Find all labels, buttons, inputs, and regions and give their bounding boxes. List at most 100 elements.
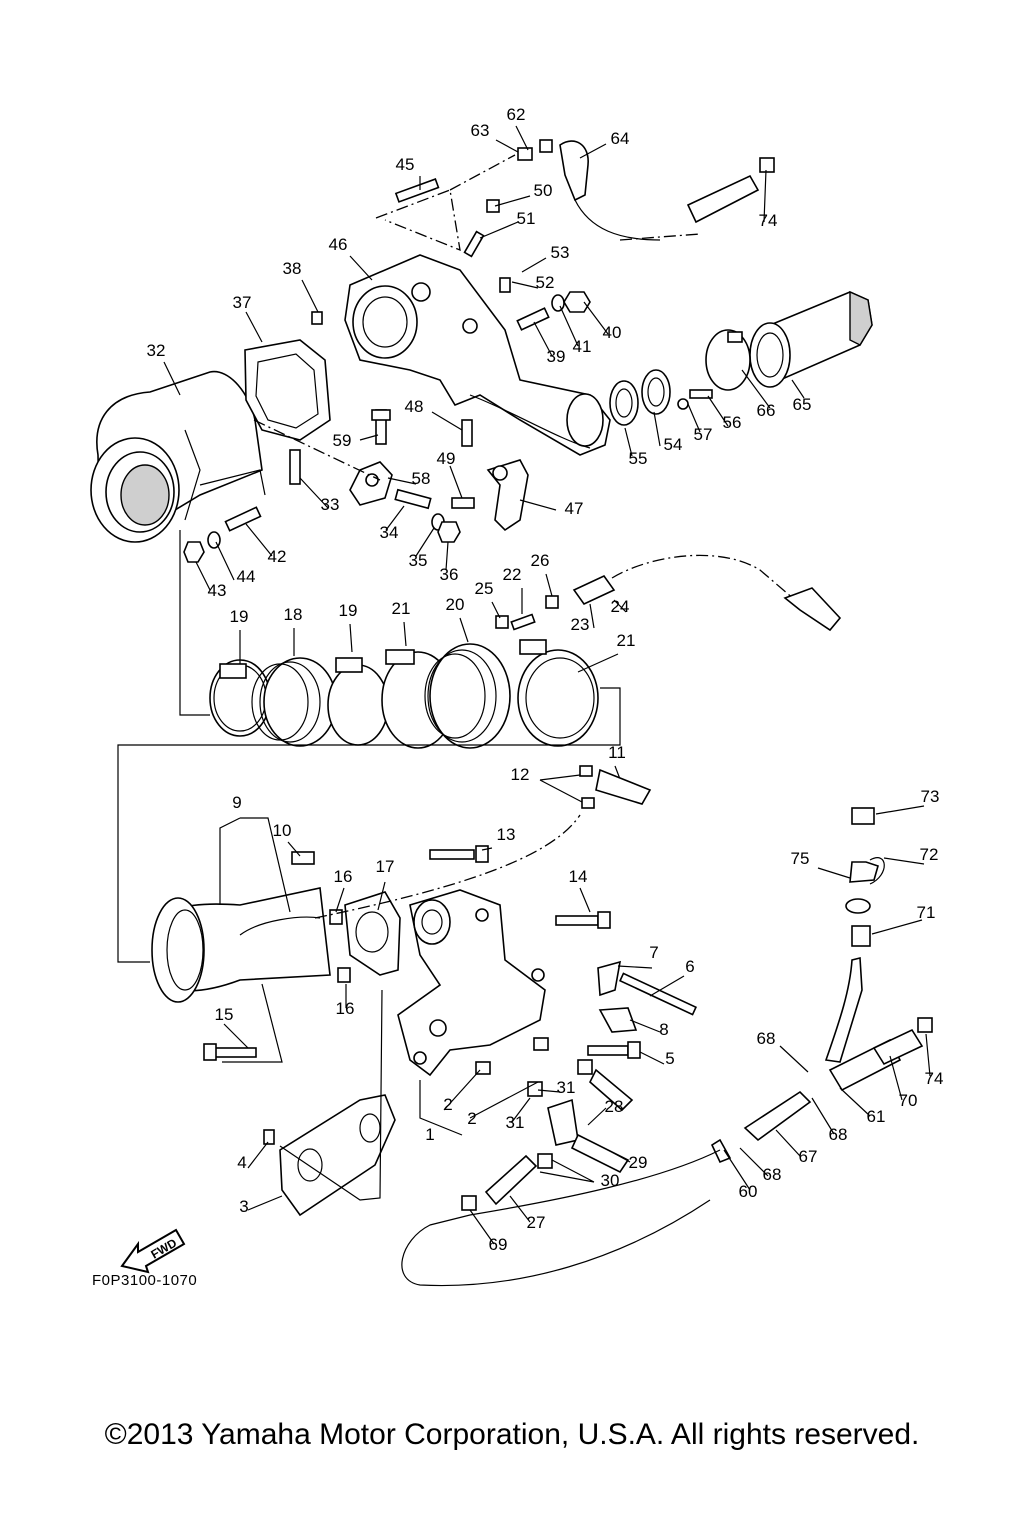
callout-62: 62: [507, 105, 526, 124]
callout-59: 59: [333, 431, 352, 450]
callout-41: 41: [573, 337, 592, 356]
callout-10: 10: [273, 821, 292, 840]
callout-16: 16: [334, 867, 353, 886]
callout-29: 29: [629, 1153, 648, 1172]
callout-57: 57: [694, 425, 713, 444]
callout-51: 51: [517, 209, 536, 228]
lower-leader-lines: [219, 169, 931, 1245]
gaskets-54-55: [609, 369, 671, 426]
bracket-part-47: [486, 459, 529, 532]
callout-68: 68: [763, 1165, 782, 1184]
callout-11: 11: [608, 743, 626, 762]
callout-54: 54: [664, 435, 683, 454]
callout-2: 2: [443, 1095, 452, 1114]
upper-leader-lines: [163, 125, 805, 591]
exhaust-manifold-part-46: [344, 254, 611, 456]
gasket-part-3: [279, 1094, 396, 1217]
callout-16: 16: [336, 999, 355, 1018]
callout-2: 2: [467, 1109, 476, 1128]
callout-55: 55: [629, 449, 648, 468]
callout-20: 20: [446, 595, 465, 614]
copyright-notice: ©2013 Yamaha Motor Corporation, U.S.A. A…: [104, 1418, 920, 1451]
callout-36: 36: [440, 565, 459, 584]
callout-49: 49: [437, 449, 456, 468]
callout-32: 32: [147, 341, 166, 360]
callout-9: 9: [232, 793, 241, 812]
hoses-lower: [401, 157, 933, 1287]
callout-74: 74: [759, 211, 778, 230]
callout-47: 47: [565, 499, 584, 518]
callout-26: 26: [531, 551, 550, 570]
callout-43: 43: [208, 581, 227, 600]
callout-48: 48: [405, 397, 424, 416]
exhaust-chamber-part-32: [90, 370, 266, 543]
water-hose-part-64: [559, 140, 760, 241]
callout-52: 52: [536, 273, 555, 292]
callout-39: 39: [547, 347, 566, 366]
callout-5: 5: [665, 1049, 674, 1068]
callout-15: 15: [215, 1005, 234, 1024]
gasket-part-37: [244, 339, 331, 441]
callout-38: 38: [283, 259, 302, 278]
callout-31: 31: [557, 1078, 576, 1097]
callout-6: 6: [685, 957, 694, 976]
exhaust-pipe-part-65: [749, 290, 873, 388]
callout-13: 13: [497, 825, 516, 844]
callout-50: 50: [534, 181, 553, 200]
callout-18: 18: [284, 605, 303, 624]
lower-fasteners: [203, 765, 698, 1145]
callout-17: 17: [376, 857, 395, 876]
callout-64: 64: [611, 129, 630, 148]
callout-75: 75: [791, 849, 810, 868]
callout-66: 66: [757, 401, 776, 420]
callout-68: 68: [757, 1029, 776, 1048]
callout-56: 56: [723, 413, 742, 432]
callout-60: 60: [739, 1182, 758, 1201]
callout-74: 74: [925, 1069, 944, 1088]
hose-part-24: [495, 554, 842, 632]
fwd-arrow-icon: FWD: [118, 1218, 190, 1279]
callout-21: 21: [392, 599, 411, 618]
callout-7: 7: [649, 943, 658, 962]
callout-61: 61: [867, 1107, 886, 1126]
callout-58: 58: [412, 469, 431, 488]
callout-37: 37: [233, 293, 252, 312]
hose-clamps-row: [209, 639, 599, 749]
callout-71: 71: [917, 903, 936, 922]
clamp-part-66: [705, 329, 751, 391]
callout-33: 33: [321, 495, 340, 514]
callout-22: 22: [503, 565, 522, 584]
callout-40: 40: [603, 323, 622, 342]
callout-8: 8: [659, 1020, 668, 1039]
callout-25: 25: [475, 579, 494, 598]
callout-19: 19: [339, 601, 358, 620]
callout-46: 46: [329, 235, 348, 254]
callout-24: 24: [611, 597, 630, 616]
callout-72: 72: [920, 845, 939, 864]
callout-67: 67: [799, 1147, 818, 1166]
callout-70: 70: [899, 1091, 918, 1110]
manifold-part-1: [397, 889, 546, 1077]
callout-3: 3: [239, 1197, 248, 1216]
exhaust-elbow-part-9: [151, 887, 331, 1003]
callout-63: 63: [471, 121, 490, 140]
callout-23: 23: [571, 615, 590, 634]
callout-65: 65: [793, 395, 812, 414]
callout-30: 30: [601, 1171, 620, 1190]
callout-27: 27: [527, 1213, 546, 1232]
callout-4: 4: [237, 1153, 246, 1172]
callout-31: 31: [506, 1113, 525, 1132]
upper-fasteners: [183, 139, 713, 563]
callout-14: 14: [569, 867, 588, 886]
callout-19: 19: [230, 607, 249, 626]
gasket-part-17: [344, 891, 401, 976]
callout-34: 34: [380, 523, 399, 542]
callout-68: 68: [829, 1125, 848, 1144]
callout-42: 42: [268, 547, 287, 566]
callout-69: 69: [489, 1235, 508, 1254]
callout-28: 28: [605, 1097, 624, 1116]
callout-21: 21: [617, 631, 636, 650]
callout-44: 44: [237, 567, 256, 586]
callout-73: 73: [921, 787, 940, 806]
